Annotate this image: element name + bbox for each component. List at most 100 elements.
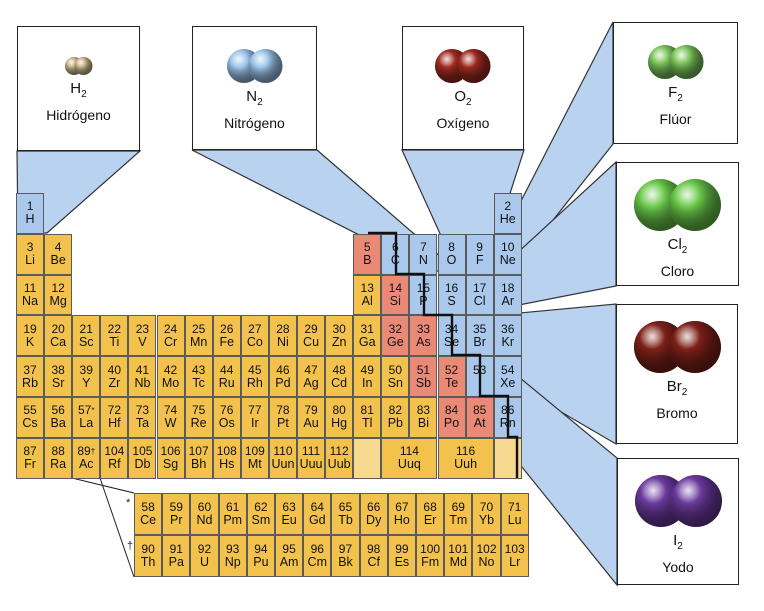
atomic-number: 100 xyxy=(420,542,441,556)
element-symbol: Uub xyxy=(327,457,351,472)
atomic-number: 90 xyxy=(141,542,155,556)
element-symbol: Ni xyxy=(277,334,289,349)
atomic-number: 23 xyxy=(135,321,150,336)
atomic-number: 98 xyxy=(367,542,381,556)
atomic-number: 102 xyxy=(476,542,497,556)
molecule-name: Hidrógeno xyxy=(46,107,111,123)
molecule-name: Bromo xyxy=(656,405,698,421)
element-symbol: Ne xyxy=(499,253,516,268)
formula-subscript: 2 xyxy=(466,97,472,108)
atomic-number: 32 xyxy=(388,321,403,336)
element-symbol: Db xyxy=(134,457,151,472)
atomic-number: 73 xyxy=(135,403,150,418)
atomic-number: 65 xyxy=(338,500,353,514)
series-marker: * xyxy=(91,406,95,416)
atomic-number: 2 xyxy=(504,199,512,214)
element-symbol: No xyxy=(478,555,495,569)
element-symbol: Es xyxy=(394,555,410,569)
atomic-number: 71 xyxy=(508,500,522,514)
atomic-number: 99 xyxy=(395,542,409,556)
element-symbol: Eu xyxy=(281,513,297,527)
element-symbol: Np xyxy=(224,555,241,569)
element-symbol: Ag xyxy=(303,375,319,390)
element-symbol: Dy xyxy=(366,513,382,527)
element-symbol: V xyxy=(138,334,147,349)
molecule-name: Cloro xyxy=(660,263,695,279)
element-symbol: Bk xyxy=(338,555,353,569)
atomic-number: 105 xyxy=(132,444,153,459)
element-symbol: Po xyxy=(443,416,460,431)
atomic-number: 97 xyxy=(338,542,353,556)
element-symbol: Tb xyxy=(338,513,353,527)
element-symbol: O xyxy=(446,253,457,268)
element-symbol: Mt xyxy=(247,457,262,472)
atomic-number: 4 xyxy=(54,240,62,255)
element-symbol: Pd xyxy=(275,375,291,390)
atomic-number: 56 xyxy=(51,403,65,418)
atomic-number: 29 xyxy=(304,321,318,336)
element-symbol: Se xyxy=(443,334,460,349)
element-symbol: Br xyxy=(473,334,486,349)
element-symbol: Ir xyxy=(251,416,259,431)
atomic-number: 87 xyxy=(23,444,37,459)
element-symbol: Mo xyxy=(161,375,180,390)
element-symbol: Si xyxy=(389,293,401,308)
element-symbol: Nb xyxy=(134,375,151,390)
atomic-number: 25 xyxy=(191,321,206,336)
atomic-number: 47 xyxy=(304,362,318,377)
element-symbol: Sg xyxy=(162,457,179,472)
atomic-number: 61 xyxy=(226,500,240,514)
atomic-number: 78 xyxy=(276,403,290,418)
atomic-number: 40 xyxy=(107,362,122,377)
formula-subscript: 2 xyxy=(81,89,87,100)
atomic-number: 77 xyxy=(248,403,262,418)
element-symbol: Xe xyxy=(500,375,516,390)
atom-shading xyxy=(669,179,721,231)
formula-element: O xyxy=(454,88,467,105)
element-symbol: Tc xyxy=(192,375,205,390)
atomic-number: 49 xyxy=(360,362,374,377)
element-symbol: Yb xyxy=(478,513,495,527)
element-symbol: As xyxy=(416,334,431,349)
element-symbol: Hs xyxy=(219,457,235,472)
element-symbol: Ru xyxy=(218,375,235,390)
atomic-number: 3 xyxy=(26,240,34,255)
atomic-number: 26 xyxy=(220,321,234,336)
element-symbol: Ho xyxy=(393,513,410,527)
